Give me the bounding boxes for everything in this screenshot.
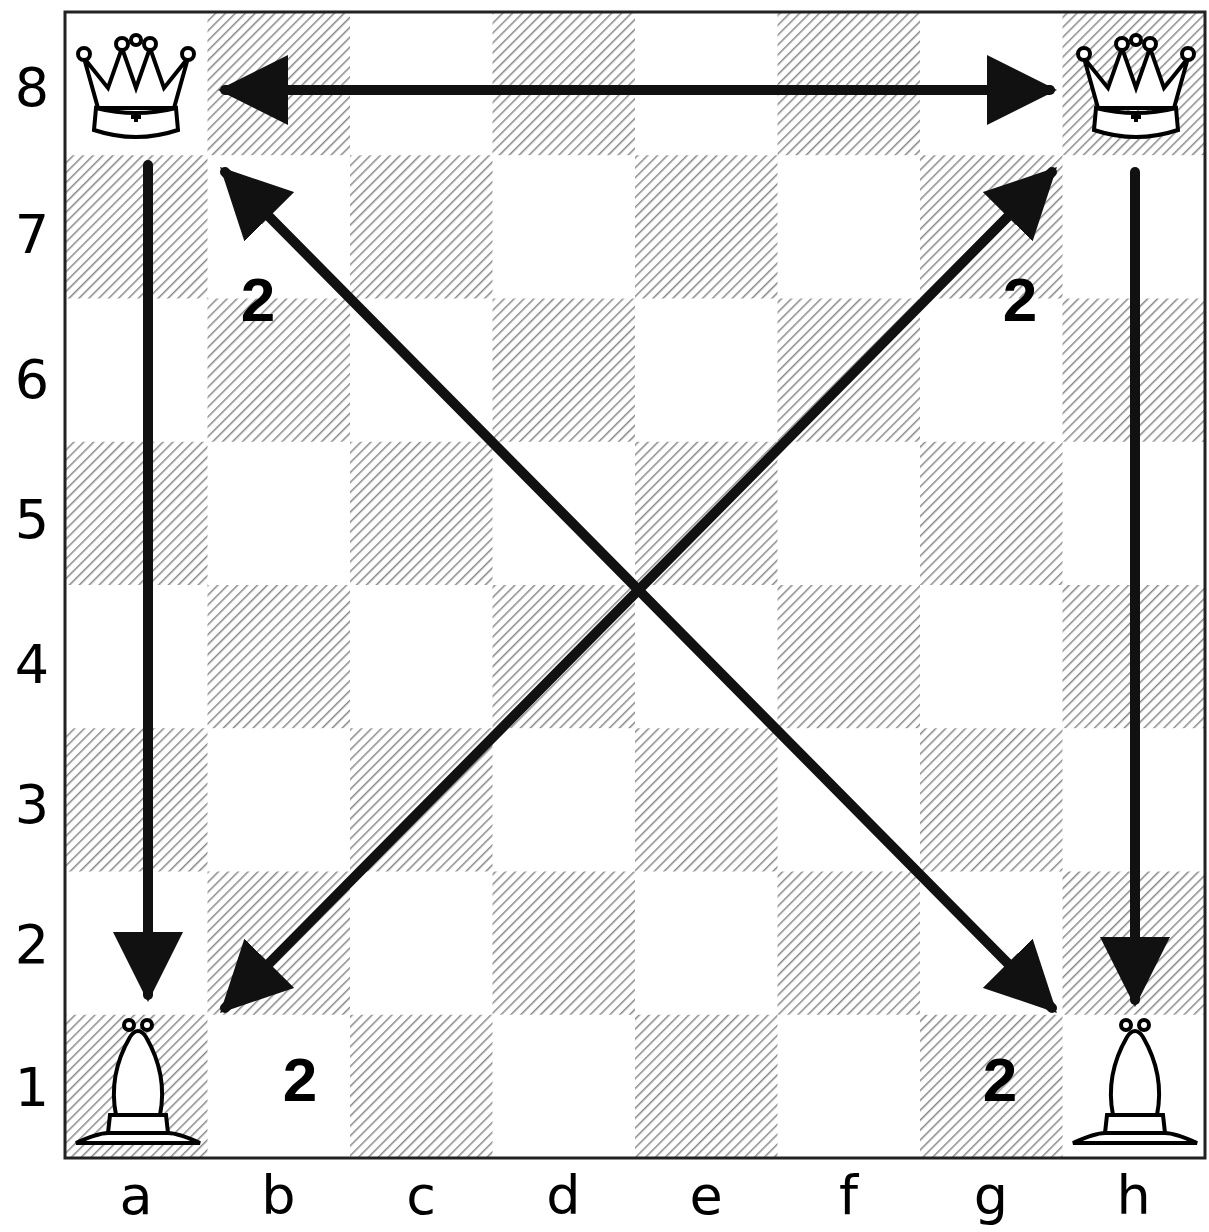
board-square <box>65 299 208 443</box>
board-coordinate: 2 <box>15 918 49 972</box>
board-square <box>920 442 1063 586</box>
board-coordinate: 5 <box>15 493 49 547</box>
board-square <box>65 12 208 156</box>
board-coordinate: d <box>546 1169 580 1223</box>
callout-number: 2 <box>241 269 275 331</box>
board-square <box>778 155 921 299</box>
board-square <box>493 872 636 1016</box>
board-square <box>350 1015 493 1159</box>
bishop-piece <box>1073 1020 1197 1143</box>
board-square <box>493 299 636 443</box>
board-square <box>1063 1015 1206 1159</box>
board-coordinate: b <box>261 1169 295 1223</box>
board-coordinate: h <box>1116 1169 1150 1223</box>
callout-number: 2 <box>1003 269 1037 331</box>
board-square <box>778 442 921 586</box>
board-coordinate: a <box>119 1169 152 1223</box>
queen-piece <box>78 35 194 137</box>
board-square <box>350 442 493 586</box>
board-square <box>1063 12 1206 156</box>
board-square <box>350 585 493 729</box>
board-coordinate: 3 <box>15 778 49 832</box>
move-arrows <box>148 90 1135 1008</box>
board-square <box>208 299 351 443</box>
board-square <box>635 12 778 156</box>
board-square <box>920 12 1063 156</box>
board-square <box>920 299 1063 443</box>
board-square <box>493 1015 636 1159</box>
board-square <box>65 872 208 1016</box>
board-square <box>635 442 778 586</box>
board-square <box>778 585 921 729</box>
board-square <box>65 155 208 299</box>
board-coordinate: f <box>839 1169 858 1223</box>
queen-piece <box>1078 35 1194 137</box>
board-square <box>635 728 778 872</box>
board-square <box>65 585 208 729</box>
board-square <box>208 585 351 729</box>
board-square <box>778 872 921 1016</box>
board-square <box>350 872 493 1016</box>
board-square <box>208 442 351 586</box>
board-square <box>778 1015 921 1159</box>
board-square <box>493 728 636 872</box>
board-square <box>920 585 1063 729</box>
board-coordinate: e <box>689 1169 722 1223</box>
board-coordinate: 1 <box>15 1061 49 1115</box>
board-square <box>65 442 208 586</box>
board-square <box>778 12 921 156</box>
board-square <box>208 12 351 156</box>
board-square <box>493 585 636 729</box>
board-square <box>493 12 636 156</box>
board-square <box>635 155 778 299</box>
board-coordinate: c <box>406 1169 436 1223</box>
board-coordinate: 8 <box>15 61 49 115</box>
board-square <box>635 299 778 443</box>
board-square <box>350 155 493 299</box>
board-square <box>65 728 208 872</box>
bishop-piece <box>76 1020 200 1143</box>
board-square <box>208 728 351 872</box>
board-square <box>65 1015 208 1159</box>
callout-number: 2 <box>283 1049 317 1111</box>
board-square <box>920 728 1063 872</box>
board-square <box>208 872 351 1016</box>
board-square <box>350 728 493 872</box>
board-coordinate: g <box>974 1169 1008 1223</box>
callout-number: 2 <box>983 1049 1017 1111</box>
board-square <box>350 12 493 156</box>
board-coordinate: 7 <box>15 208 49 262</box>
board-square <box>493 155 636 299</box>
board-coordinate: 6 <box>15 353 49 407</box>
board-square <box>208 1015 351 1159</box>
board-square <box>920 1015 1063 1159</box>
board-square <box>635 872 778 1016</box>
board-coordinate: 4 <box>15 638 49 692</box>
board-square <box>635 1015 778 1159</box>
